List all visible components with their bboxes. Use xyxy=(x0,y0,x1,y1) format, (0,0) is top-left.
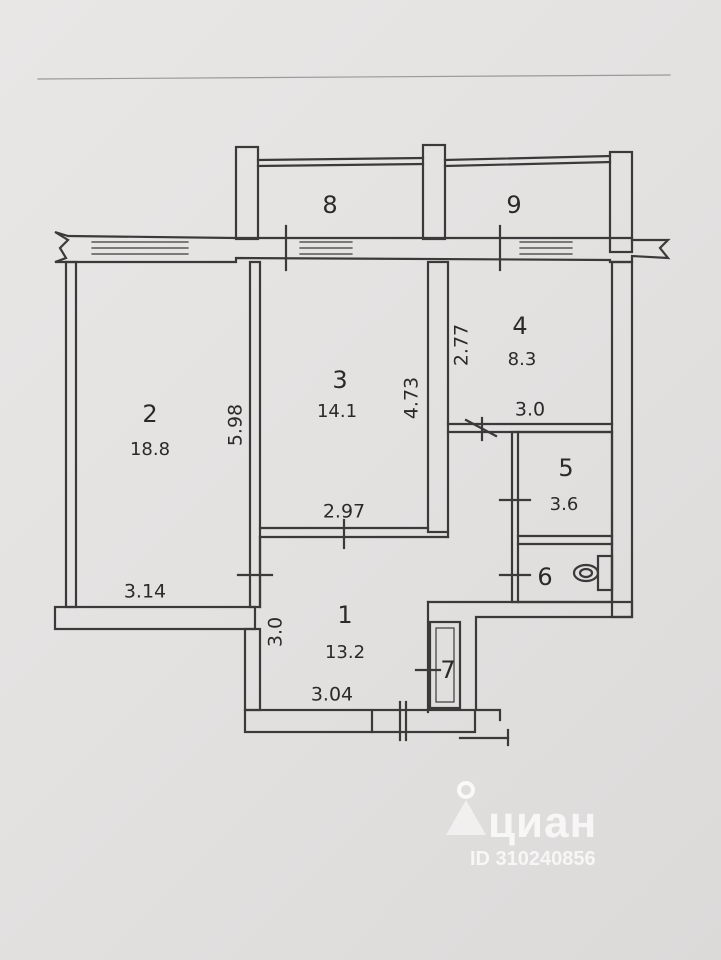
dimension-room3-width: 2.97 xyxy=(322,500,366,523)
room-5-number: 5 xyxy=(558,454,574,482)
dimension-room4-length: 2.77 xyxy=(450,323,473,367)
watermark-pin-icon xyxy=(446,781,486,835)
room-3-number: 3 xyxy=(332,366,348,394)
hall-right-wall xyxy=(426,600,634,722)
room-1-area: 13.2 xyxy=(324,642,366,663)
room-4-area: 8.3 xyxy=(507,349,537,370)
window-room4 xyxy=(519,241,573,255)
room-3-area: 14.1 xyxy=(316,401,358,422)
room-1-number: 1 xyxy=(337,601,353,629)
toilet-icon xyxy=(572,554,614,592)
dimension-room2-length: 5.98 xyxy=(224,403,247,447)
paper-line xyxy=(37,74,671,80)
balcony-9-right-wall xyxy=(608,150,634,254)
room2-bottom-wall xyxy=(53,605,257,631)
wall-3-4 xyxy=(426,260,450,534)
right-wall xyxy=(610,260,634,619)
dimension-room2-width: 3.14 xyxy=(123,580,167,603)
room-2-number: 2 xyxy=(142,400,158,428)
room-9-number: 9 xyxy=(506,191,522,219)
left-wall xyxy=(64,260,78,609)
hall-left-wall xyxy=(243,627,262,712)
room-6-number: 6 xyxy=(537,563,553,591)
wall-2-3 xyxy=(248,260,262,609)
dimension-hall-length: 3.0 xyxy=(264,616,287,648)
room-4-number: 4 xyxy=(512,312,528,340)
room-8-number: 8 xyxy=(322,191,338,219)
room-5-area: 3.6 xyxy=(549,494,579,515)
watermark-brand: циан xyxy=(488,798,598,847)
balcony-8-right-wall xyxy=(421,143,447,241)
dimension-room3-length: 4.73 xyxy=(400,376,423,420)
room-7-number: 7 xyxy=(440,656,456,684)
dimension-hall-width: 3.04 xyxy=(310,683,354,706)
closet-7 xyxy=(428,620,462,710)
dimension-room4-width: 3.0 xyxy=(514,398,546,421)
watermark-id: ID 310240856 xyxy=(470,848,596,870)
window-room3 xyxy=(299,241,353,255)
top-wall xyxy=(54,230,671,264)
window-room2 xyxy=(91,241,189,255)
hall-bottom-wall xyxy=(243,708,477,734)
room-2-area: 18.8 xyxy=(129,439,171,460)
balcony-8-left-wall xyxy=(234,145,260,241)
